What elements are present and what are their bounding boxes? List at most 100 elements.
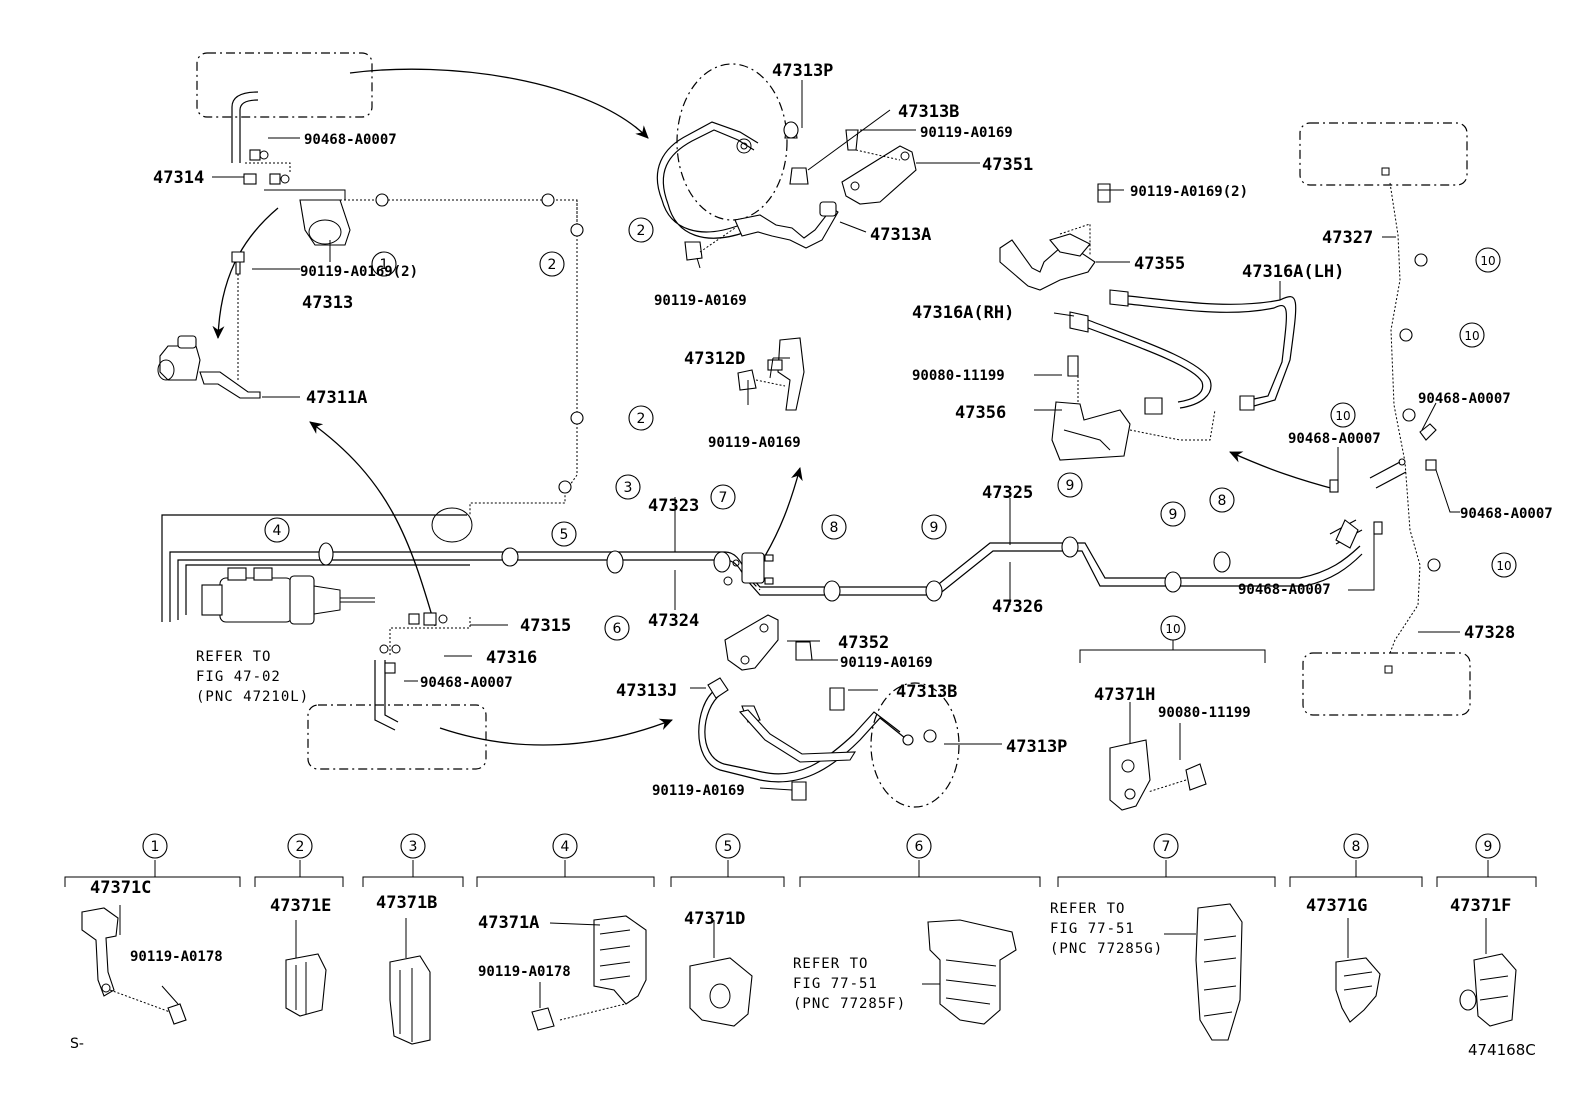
callout-10-c: 10 <box>1335 409 1350 423</box>
callout-7-b: 7 <box>1162 839 1171 855</box>
label-47371A: 47371A <box>478 913 539 933</box>
callout-2-d: 2 <box>296 839 305 855</box>
label-90080-top: 90080-11199 <box>912 368 1005 384</box>
label-90468-right-4: 90468-A0007 <box>1238 582 1331 598</box>
part-47371F <box>1459 918 1517 1027</box>
label-90119-top-1: 90119-A0169 <box>920 125 1013 141</box>
label-47371B: 47371B <box>376 893 437 913</box>
ref-clip6-line3: (PNC 77285F) <box>793 996 906 1012</box>
label-47313P-bottom: 47313P <box>1006 737 1067 757</box>
right-junction-clips <box>1329 423 1437 549</box>
fitting-group-47315 <box>379 612 448 674</box>
callout-3-a: 3 <box>624 480 633 496</box>
callout-10-e: 10 <box>1165 622 1180 636</box>
part-47371A <box>531 915 647 1031</box>
ref-clip6-line1: REFER TO <box>793 956 868 972</box>
arrow-top-left-to-top-hose <box>349 68 649 139</box>
marker-square <box>1384 665 1393 674</box>
label-47356: 47356 <box>955 403 1006 423</box>
label-47316A-RH: 47316A(RH) <box>912 303 1014 323</box>
arrow-to-bottom-hose <box>439 718 673 746</box>
bracket-47313 <box>231 91 351 246</box>
label-90119-47312D: 90119-A0169 <box>708 435 801 451</box>
part-47371B <box>389 918 431 1045</box>
callout-9-d: 9 <box>1484 839 1493 855</box>
phantom-box-bottom-left <box>307 704 487 770</box>
callout-2-a: 2 <box>548 257 557 273</box>
ref-left-line2: FIG 47-02 <box>196 669 281 685</box>
label-47313B-bottom: 47313B <box>896 682 957 702</box>
callout-8-c: 8 <box>1352 839 1361 855</box>
callout-4-a: 4 <box>273 523 282 539</box>
label-90119-top-2: 90119-A0169 <box>654 293 747 309</box>
label-47325: 47325 <box>982 483 1033 503</box>
part-47371D <box>689 920 753 1027</box>
label-90119-valve: 90119-A0169(2) <box>300 264 418 280</box>
label-47313P-top: 47313P <box>772 61 833 81</box>
connector-markers <box>318 193 1441 602</box>
phantom-box-bottom-right <box>1302 652 1471 716</box>
label-47371G: 47371G <box>1306 896 1367 916</box>
label-90119-bottom-2: 90119-A0169 <box>652 783 745 799</box>
label-47326: 47326 <box>992 597 1043 617</box>
label-47324: 47324 <box>648 611 699 631</box>
leader-lines <box>212 80 1460 791</box>
callout-8-a: 8 <box>830 520 839 536</box>
part-47371C <box>81 905 187 1025</box>
bracket-47312D <box>737 337 805 411</box>
callout-8-b: 8 <box>1218 493 1227 509</box>
label-47323: 47323 <box>648 496 699 516</box>
ref-left-line3: (PNC 47210L) <box>196 689 309 705</box>
label-47313: 47313 <box>302 293 353 313</box>
callout-5-a: 5 <box>560 527 569 543</box>
callout-9-c: 9 <box>1169 507 1178 523</box>
part-labels: 47313P 47313B 90119-A0169 4 7 3 5 1 47313A 9… <box>90 61 1553 980</box>
callout-2-b: 2 <box>637 223 646 239</box>
callout-5-b: 5 <box>724 839 733 855</box>
part-clip-6 <box>922 919 1017 1025</box>
clip-47371H-detail <box>1079 640 1266 811</box>
label-47355: 47355 <box>1134 254 1185 274</box>
center-fitting <box>723 552 774 586</box>
callout-10-b: 10 <box>1464 329 1479 343</box>
label-90119-A0178-b: 90119-A0178 <box>478 964 571 980</box>
callout-9-a: 9 <box>930 520 939 536</box>
label-47352: 47352 <box>838 633 889 653</box>
label-47313A: 47313A <box>870 225 931 245</box>
arrow-up-to-47311A-bracket <box>309 421 436 627</box>
hose-47313A <box>656 63 917 261</box>
callout-7-a: 7 <box>719 490 728 506</box>
label-90119-bottom-1: 90119-A0169 <box>840 655 933 671</box>
label-90468-right-3: 90468-A0007 <box>1460 506 1553 522</box>
arrow-down-to-47311A <box>212 207 279 339</box>
ref-clip7-line2: FIG 77-51 <box>1050 921 1135 937</box>
hoses-47316A <box>999 183 1297 461</box>
callout-1-b: 1 <box>151 839 160 855</box>
hose-47313J <box>698 614 960 808</box>
label-90468-left: 90468-A0007 <box>420 675 513 691</box>
ref-left-line1: REFER TO <box>196 649 271 665</box>
ref-clip7-line3: (PNC 77285G) <box>1050 941 1163 957</box>
label-90468-right-1: 90468-A0007 <box>1418 391 1511 407</box>
callout-2-c: 2 <box>637 411 646 427</box>
label-90119-47355: 90119-A0169(2) <box>1130 184 1248 200</box>
part-clip-7 <box>1164 903 1243 1041</box>
part-47371E <box>285 920 327 1017</box>
label-47328: 47328 <box>1464 623 1515 643</box>
ref-clip6-line2: FIG 77-51 <box>793 976 878 992</box>
diagram-code: 474168C <box>1468 1041 1536 1059</box>
detail-brackets <box>64 860 1537 887</box>
label-47315: 47315 <box>520 616 571 636</box>
callout-10-a: 10 <box>1480 254 1495 268</box>
label-47371C: 47371C <box>90 878 151 898</box>
label-47313B-top: 47313B <box>898 102 959 122</box>
phantom-box-top-right <box>1299 122 1468 186</box>
label-47371F: 47371F <box>1450 896 1511 916</box>
label-90119-A0178-a: 90119-A0178 <box>130 949 223 965</box>
valve-47311A <box>157 251 261 399</box>
label-90468-right-2: 90468-A0007 <box>1288 431 1381 447</box>
ref-clip7-line1: REFER TO <box>1050 901 1125 917</box>
label-47313J: 47313J <box>616 681 677 701</box>
label-47314: 47314 <box>153 168 204 188</box>
